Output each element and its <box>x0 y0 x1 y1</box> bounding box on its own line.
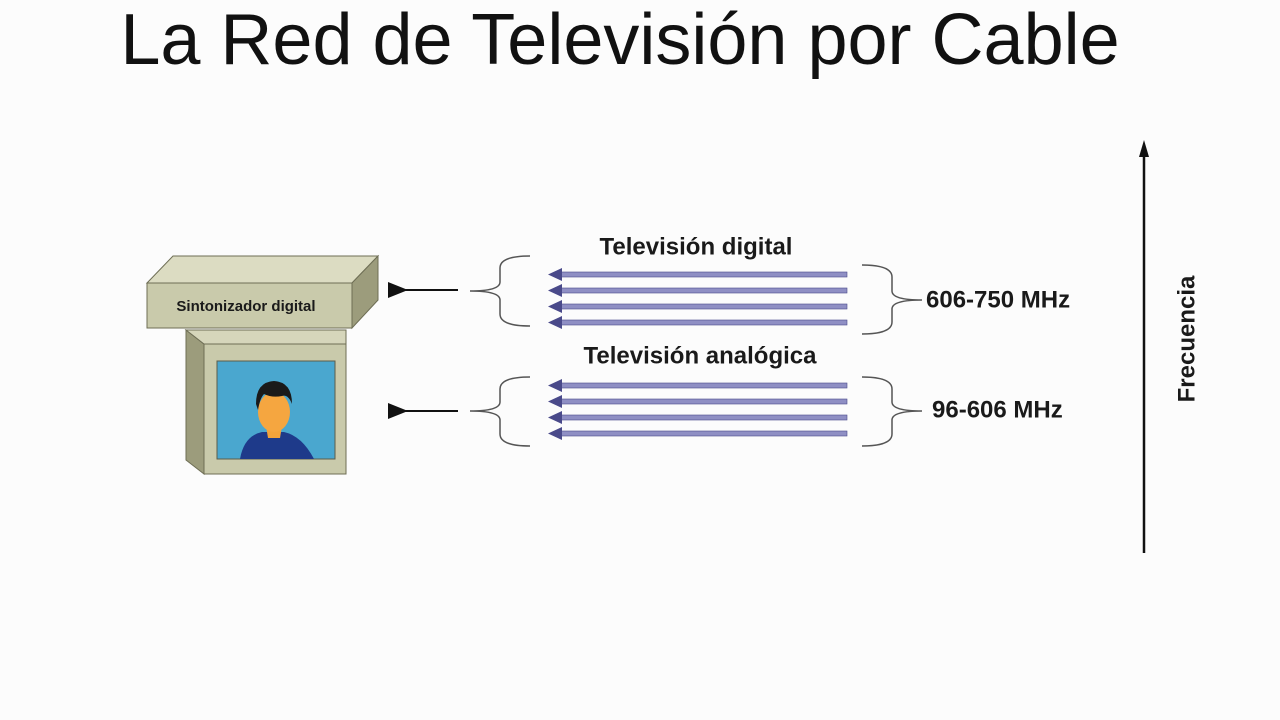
digital-signal-lines <box>548 268 848 329</box>
signal-line <box>548 411 848 424</box>
axis-label-frequency: Frecuencia <box>1173 275 1200 402</box>
left-brace-digital <box>469 255 531 327</box>
range-label-analog: 96-606 MHz <box>932 396 1063 423</box>
signal-line <box>548 268 848 281</box>
band-title-analog: Televisión analógica <box>584 342 818 369</box>
signal-line <box>548 427 848 440</box>
right-brace-digital <box>861 264 923 335</box>
digital-tuner-box: Sintonizador digital <box>145 254 380 330</box>
signal-line <box>548 379 848 392</box>
slide-title: La Red de Televisión por Cable <box>120 0 1120 80</box>
signal-line <box>548 284 848 297</box>
frequency-axis: Frecuencia <box>1139 140 1200 553</box>
tuner-label: Sintonizador digital <box>176 298 315 315</box>
signal-line <box>548 316 848 329</box>
television-icon <box>184 328 347 476</box>
right-brace-analog <box>861 376 923 447</box>
range-label-digital: 606-750 MHz <box>926 286 1070 313</box>
left-brace-analog <box>469 376 531 447</box>
signal-line <box>548 300 848 313</box>
band-title-digital: Televisión digital <box>600 233 793 260</box>
arrow-up-icon <box>1139 140 1149 157</box>
analog-signal-lines <box>548 379 848 440</box>
signal-line <box>548 395 848 408</box>
person-icon <box>240 381 314 459</box>
